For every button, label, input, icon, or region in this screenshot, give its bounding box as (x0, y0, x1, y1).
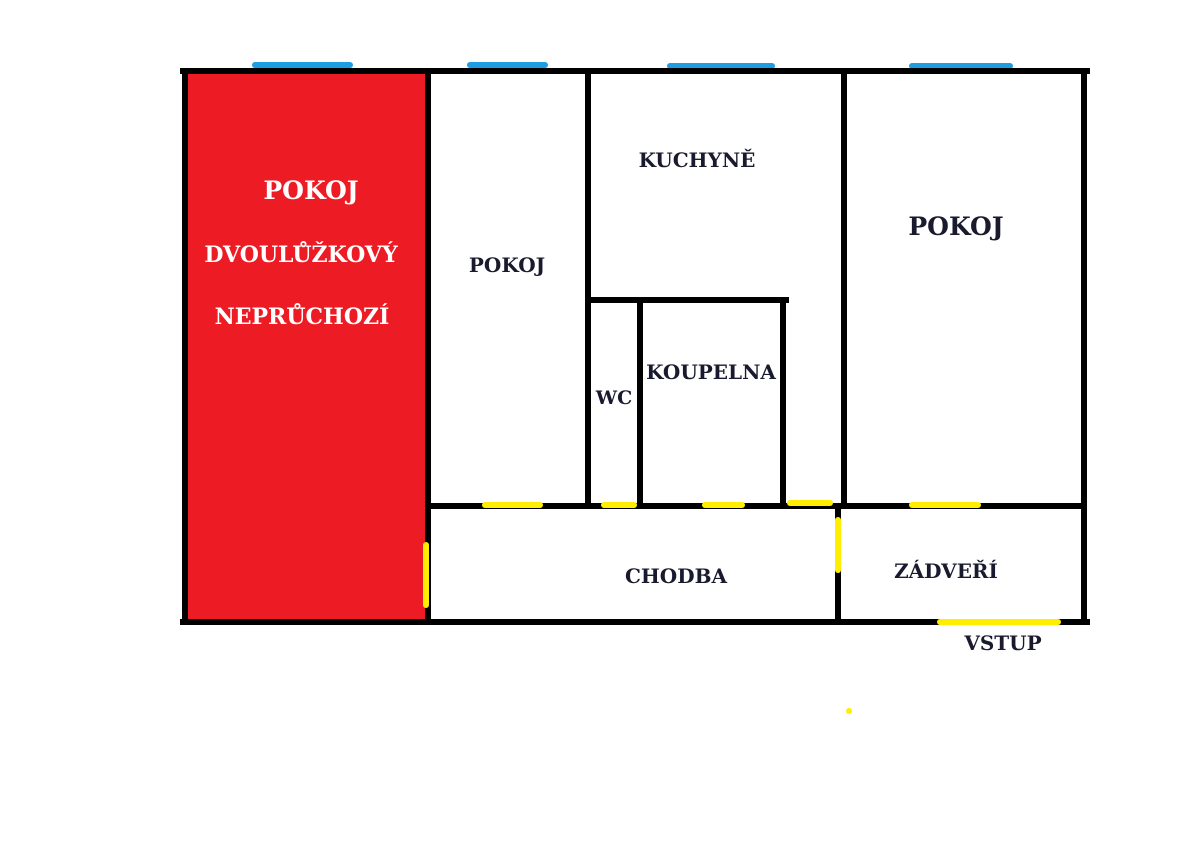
kitchen-label: KUCHYNĚ (639, 148, 756, 172)
right-room-label: POKOJ (908, 212, 1003, 241)
middle-room-label: POKOJ (469, 253, 545, 277)
red-room-label-3: NEPRŮCHOZÍ (215, 303, 390, 330)
entry-hall-label: ZÁDVEŘÍ (894, 559, 998, 583)
red-room-fill (186, 72, 425, 622)
yellow-dot (846, 708, 852, 714)
entrance-label: VSTUP (963, 631, 1041, 655)
bathroom-label: KOUPELNA (646, 360, 776, 384)
hallway-label: CHODBA (625, 564, 727, 588)
wc-label: WC (595, 387, 632, 409)
red-room-label-2: DVOULŮŽKOVÝ (204, 241, 398, 268)
doors (423, 500, 1061, 625)
red-room-label-1: POKOJ (263, 176, 358, 205)
windows (252, 62, 1013, 69)
